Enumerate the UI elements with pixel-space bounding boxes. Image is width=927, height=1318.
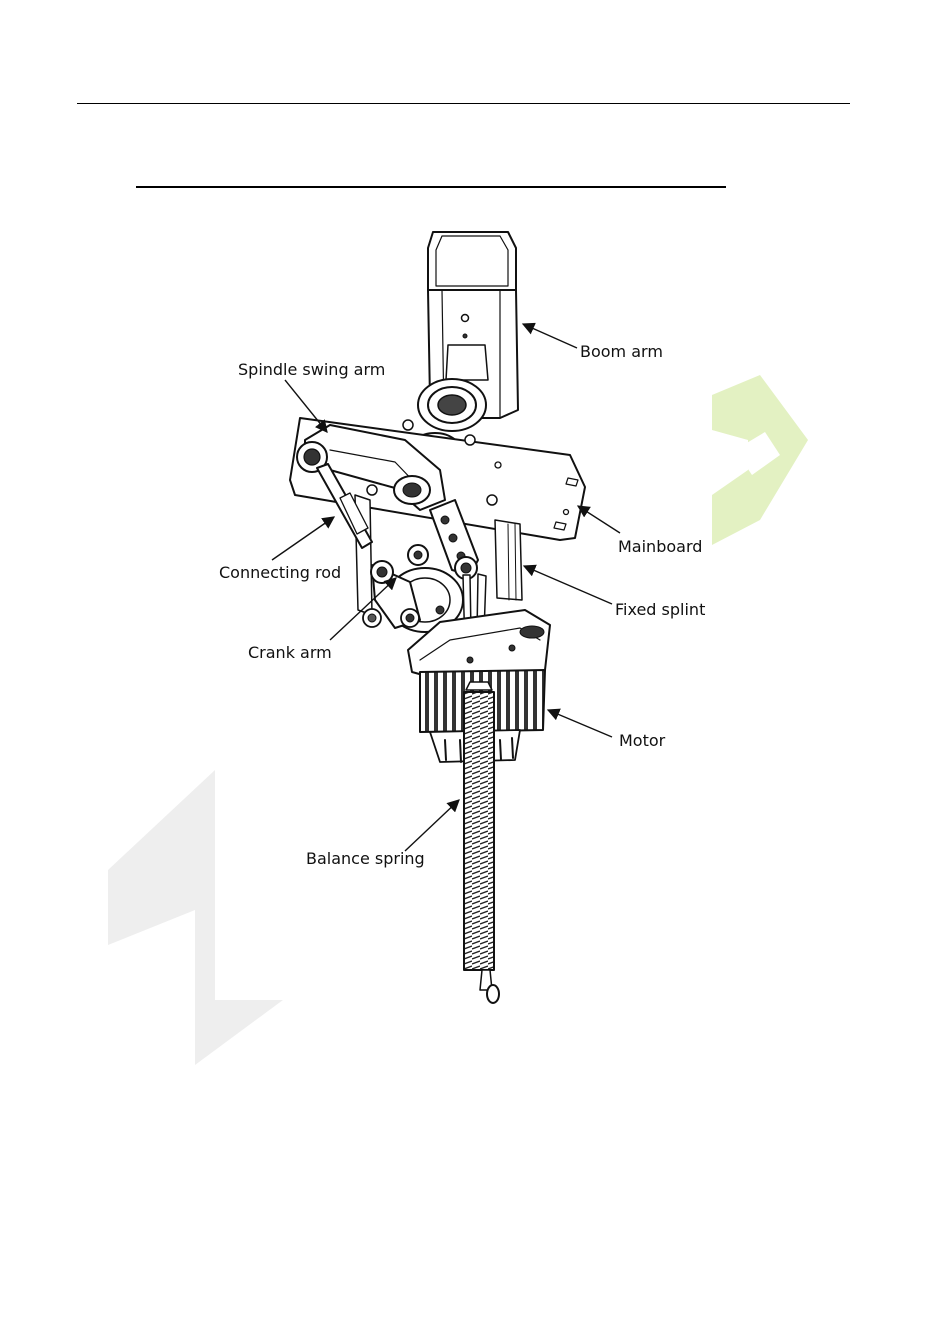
mainboard-arrow xyxy=(578,506,620,533)
fixed-splint-arrow xyxy=(524,566,612,604)
boom-arm-arrow xyxy=(523,324,577,348)
label-motor: Motor xyxy=(619,731,666,750)
mechanism-drawing xyxy=(290,232,585,1003)
watermark-green xyxy=(712,375,808,545)
label-spindle-swing-arm: Spindle swing arm xyxy=(238,360,385,379)
label-fixed-splint: Fixed splint xyxy=(615,600,705,619)
connecting-rod-arrow xyxy=(272,517,334,560)
label-boom-arm: Boom arm xyxy=(580,342,663,361)
balance-spring-part xyxy=(464,682,499,1003)
label-crank-arm: Crank arm xyxy=(248,643,332,662)
label-balance-spring: Balance spring xyxy=(306,849,425,868)
label-connecting-rod: Connecting rod xyxy=(219,563,341,582)
motor-arrow xyxy=(548,710,612,737)
balance-spring-arrow xyxy=(405,800,459,851)
label-mainboard: Mainboard xyxy=(618,537,702,556)
watermark-gray xyxy=(108,770,283,1065)
